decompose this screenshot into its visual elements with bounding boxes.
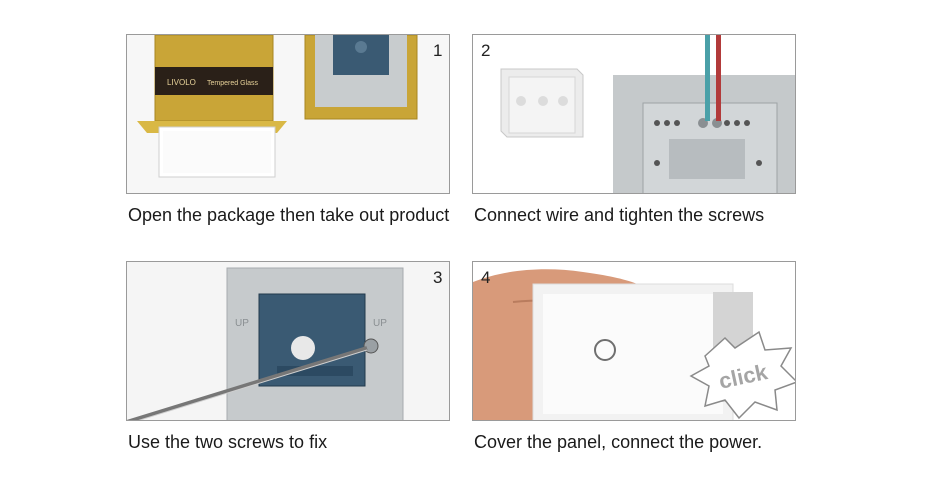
step-number: 2 xyxy=(481,41,491,60)
step-3-panel: UP UP 3 xyxy=(126,261,450,421)
step-number: 4 xyxy=(481,268,491,287)
step-3-caption: Use the two screws to fix xyxy=(128,432,328,452)
step-number: 1 xyxy=(433,41,443,60)
package-brand-text: LIVOLO xyxy=(167,78,196,87)
step-2-caption: Connect wire and tighten the screws xyxy=(474,205,765,225)
step-4-panel: click 4 xyxy=(472,261,796,421)
step-number: 3 xyxy=(433,268,443,287)
step-2-panel: 2 xyxy=(472,34,796,194)
mounting-illustration: UP UP xyxy=(127,262,449,420)
step-1-panel: LIVOLO Tempered Glass 1 xyxy=(126,34,450,194)
cover-illustration: click xyxy=(473,262,795,420)
up-label-left: UP xyxy=(235,318,249,329)
step-1-caption: Open the package then take out product xyxy=(128,205,450,225)
wiring-illustration xyxy=(473,35,795,193)
step-4-caption: Cover the panel, connect the power. xyxy=(474,432,763,452)
package-label-text: Tempered Glass xyxy=(207,80,258,87)
package-illustration: LIVOLO Tempered Glass xyxy=(127,35,449,193)
up-label-right: UP xyxy=(373,318,387,329)
